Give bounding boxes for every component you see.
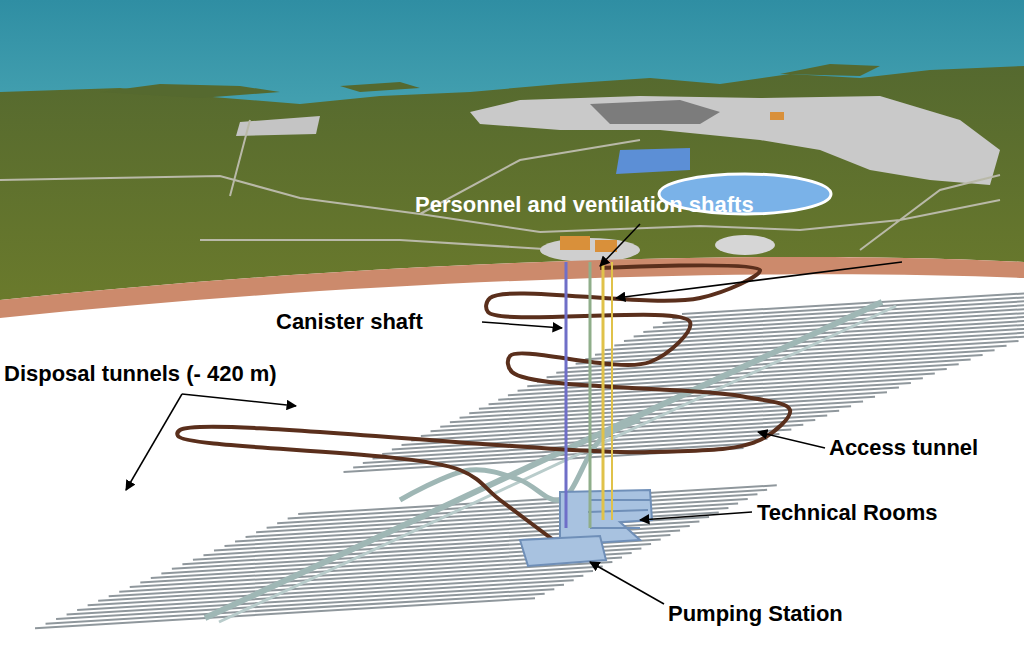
access-tunnel-path (177, 265, 790, 545)
disposal-tunnel (88, 576, 584, 606)
pond (616, 148, 690, 174)
disposal-tunnel (288, 490, 767, 519)
island (340, 82, 420, 92)
leader-line (182, 394, 296, 406)
island (100, 84, 280, 98)
callout-label: Canister shaft (276, 308, 423, 336)
leader-line (600, 224, 640, 266)
disposal-tunnels (35, 285, 1024, 628)
callout-label: Access tunnel (829, 434, 978, 462)
disposal-tunnel (119, 562, 612, 592)
plant-building (590, 100, 720, 124)
island (780, 64, 880, 76)
callout-label: Technical Rooms (757, 499, 938, 527)
disposal-tunnel (682, 285, 1024, 314)
technical-rooms (520, 490, 652, 566)
access-tunnel (177, 265, 790, 545)
leader-line (640, 512, 752, 520)
callout-label: Personnel and ventilation shafts (415, 191, 754, 219)
central-tunnel (205, 302, 882, 618)
industrial-area (470, 96, 1000, 185)
disposal-tunnel (35, 598, 535, 628)
building (595, 240, 617, 252)
disposal-tunnel (56, 589, 554, 619)
disposal-tunnel (77, 580, 574, 610)
building (770, 112, 784, 120)
callout-label: Pumping Station (668, 600, 843, 628)
disposal-tunnel (109, 567, 603, 597)
leader-line (482, 322, 562, 328)
disposal-tunnel (460, 392, 887, 418)
shafts (566, 262, 612, 528)
leader-line (758, 432, 825, 448)
leader-line (126, 394, 182, 490)
central-tunnel (219, 306, 896, 622)
leader-line (590, 562, 664, 604)
road (0, 120, 1000, 250)
disposal-tunnel (450, 397, 875, 423)
disposal-tunnel (98, 571, 593, 601)
disposal-tunnel (277, 494, 757, 523)
disposal-tunnel (67, 585, 564, 615)
portal-yard (715, 235, 775, 255)
leader-line (616, 262, 902, 298)
callout-label: Disposal tunnels (- 420 m) (4, 360, 277, 388)
disposal-tunnel (440, 401, 863, 426)
disposal-tunnel (46, 594, 545, 624)
building (560, 236, 590, 250)
